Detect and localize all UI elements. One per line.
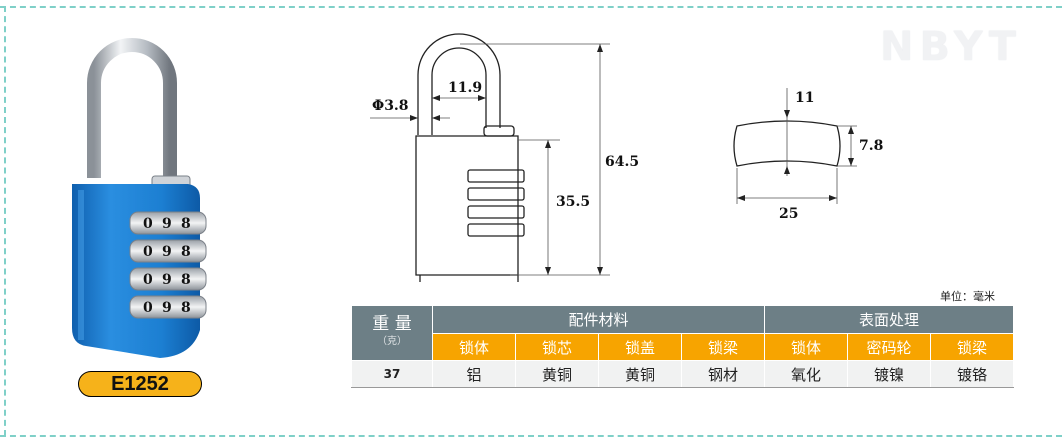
material-col: 锁体 bbox=[432, 333, 516, 361]
materials-header: 配件材料 bbox=[432, 305, 765, 334]
side-view-drawing: 11 7.8 25 bbox=[733, 88, 883, 222]
shackle bbox=[87, 38, 177, 183]
weight-label: 重 量 bbox=[372, 314, 412, 334]
dim-shackle-dia: Φ3.8 bbox=[372, 98, 409, 114]
material-value: 黄铜 bbox=[598, 360, 682, 388]
weight-value: 37 bbox=[351, 360, 433, 388]
front-view-drawing: 11.9 Φ3.8 64.5 35.5 bbox=[370, 33, 639, 282]
model-badge: E1252 bbox=[78, 371, 202, 397]
surface-value: 氧化 bbox=[764, 360, 848, 388]
material-col: 锁芯 bbox=[515, 333, 599, 361]
spec-table: 重 量 （克） 配件材料 表面处理 锁体 锁芯 锁盖 锁梁 锁体 密码轮 锁梁 … bbox=[351, 305, 1014, 388]
dim-side-height: 7.8 bbox=[859, 138, 883, 154]
drawing-shackle bbox=[417, 33, 501, 135]
dim-shackle-width: 11.9 bbox=[448, 80, 482, 96]
drawing-collar bbox=[483, 125, 515, 137]
table-row: 37 铝 黄铜 黄铜 钢材 氧化 镀镍 镀铬 bbox=[351, 360, 1014, 388]
dim-body-height: 35.5 bbox=[556, 194, 590, 210]
material-col: 锁梁 bbox=[681, 333, 765, 361]
dashed-border-top bbox=[0, 6, 1062, 8]
surface-col: 锁梁 bbox=[930, 333, 1014, 361]
wheel-digit: 9 bbox=[162, 216, 172, 232]
combination-wheels: 0 9 8 0 9 8 0 9 8 0 9 8 bbox=[129, 211, 207, 319]
wheel-digit: 0 bbox=[143, 272, 153, 288]
dim-width: 25 bbox=[779, 206, 798, 222]
dim-total-height: 64.5 bbox=[605, 154, 639, 170]
wheel-digit: 9 bbox=[162, 300, 172, 316]
wheel-digit: 0 bbox=[143, 300, 153, 316]
unit-label: 单位：毫米 bbox=[940, 290, 995, 303]
wheel-digit: 8 bbox=[181, 272, 191, 288]
wheel-digit: 8 bbox=[181, 300, 191, 316]
dashed-border-left bbox=[4, 6, 6, 436]
wheel-digit: 8 bbox=[181, 216, 191, 232]
material-value: 钢材 bbox=[681, 360, 765, 388]
material-value: 黄铜 bbox=[515, 360, 599, 388]
material-value: 铝 bbox=[432, 360, 516, 388]
wheel-digit: 9 bbox=[162, 272, 172, 288]
weight-header: 重 量 （克） bbox=[351, 305, 433, 361]
surface-header: 表面处理 bbox=[764, 305, 1014, 334]
wheel-digit: 0 bbox=[143, 244, 153, 260]
wheel-digit: 9 bbox=[162, 244, 172, 260]
dim-thickness: 11 bbox=[795, 90, 814, 106]
material-col: 锁盖 bbox=[598, 333, 682, 361]
brand-watermark: NBYT bbox=[880, 24, 1023, 70]
dashed-border-bottom bbox=[0, 435, 1062, 437]
surface-col: 密码轮 bbox=[847, 333, 931, 361]
weight-unit: （克） bbox=[377, 336, 407, 347]
surface-value: 镀铬 bbox=[930, 360, 1014, 388]
padlock-illustration: 0 9 8 0 9 8 0 9 8 0 9 8 bbox=[72, 38, 207, 358]
surface-col: 锁体 bbox=[764, 333, 848, 361]
wheel-digit: 0 bbox=[143, 216, 153, 232]
surface-value: 镀镍 bbox=[847, 360, 931, 388]
wheel-digit: 8 bbox=[181, 244, 191, 260]
